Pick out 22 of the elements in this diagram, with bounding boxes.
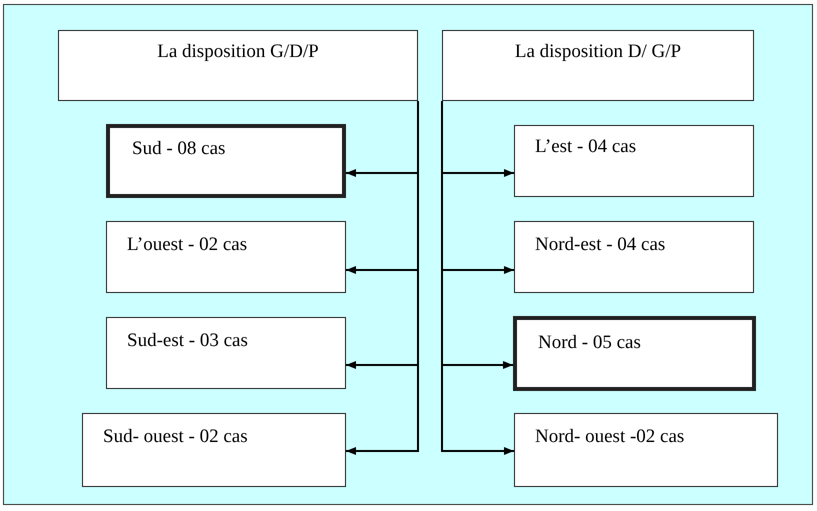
box-label: La disposition D/ G/P [514,41,682,63]
connector-arrow [441,101,514,455]
connector-arrow [346,101,419,455]
category-box [514,413,778,487]
box-label: Sud-est - 03 cas [127,330,248,352]
category-box [106,317,346,389]
category-box [514,125,754,197]
box-label: Nord - 05 cas [538,332,641,354]
box-label: La disposition G/D/P [156,41,320,63]
header-box [58,30,418,101]
box-label: Nord-est - 04 cas [535,234,666,256]
category-box [106,221,346,293]
box-label: Sud - 08 cas [132,138,226,160]
category-box [106,124,346,198]
box-label: Nord- ouest -02 cas [535,426,684,448]
category-box [513,316,756,391]
category-box [82,413,346,487]
box-label: L’est - 04 cas [535,136,636,158]
box-label: L’ouest - 02 cas [127,234,248,256]
category-box [514,221,754,293]
box-label: Sud- ouest - 02 cas [103,426,248,448]
header-box [442,30,754,101]
